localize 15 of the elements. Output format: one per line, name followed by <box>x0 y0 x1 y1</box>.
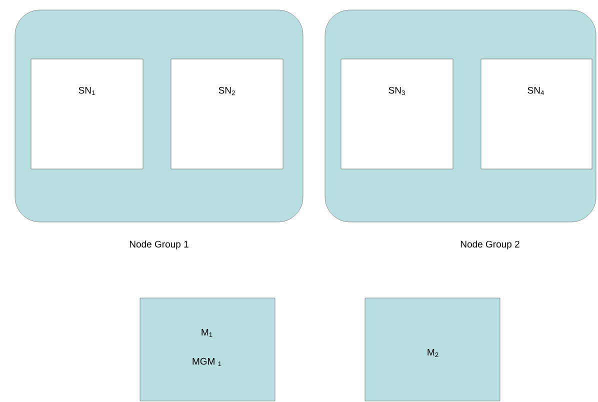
group-label: Node Group 2 <box>460 240 520 250</box>
server-box <box>170 58 284 170</box>
server-box <box>480 58 592 170</box>
node-label: M$_{2}$ <box>428 348 438 358</box>
node-label: MGM $_{1}$ <box>192 358 222 366</box>
server-box <box>30 58 144 170</box>
node-label: SN$_{4}$ <box>528 86 544 96</box>
group-label: Node Group 1 <box>130 240 188 250</box>
node-label: SN$_{2}$ <box>218 86 235 96</box>
module-box <box>364 298 500 402</box>
node-label: SN$_{1}$ <box>78 86 95 96</box>
module-box <box>140 298 276 402</box>
node-label: M$_{1}$ <box>202 328 212 337</box>
server-box <box>340 58 454 170</box>
node-label: SN$_{3}$ <box>388 86 405 96</box>
